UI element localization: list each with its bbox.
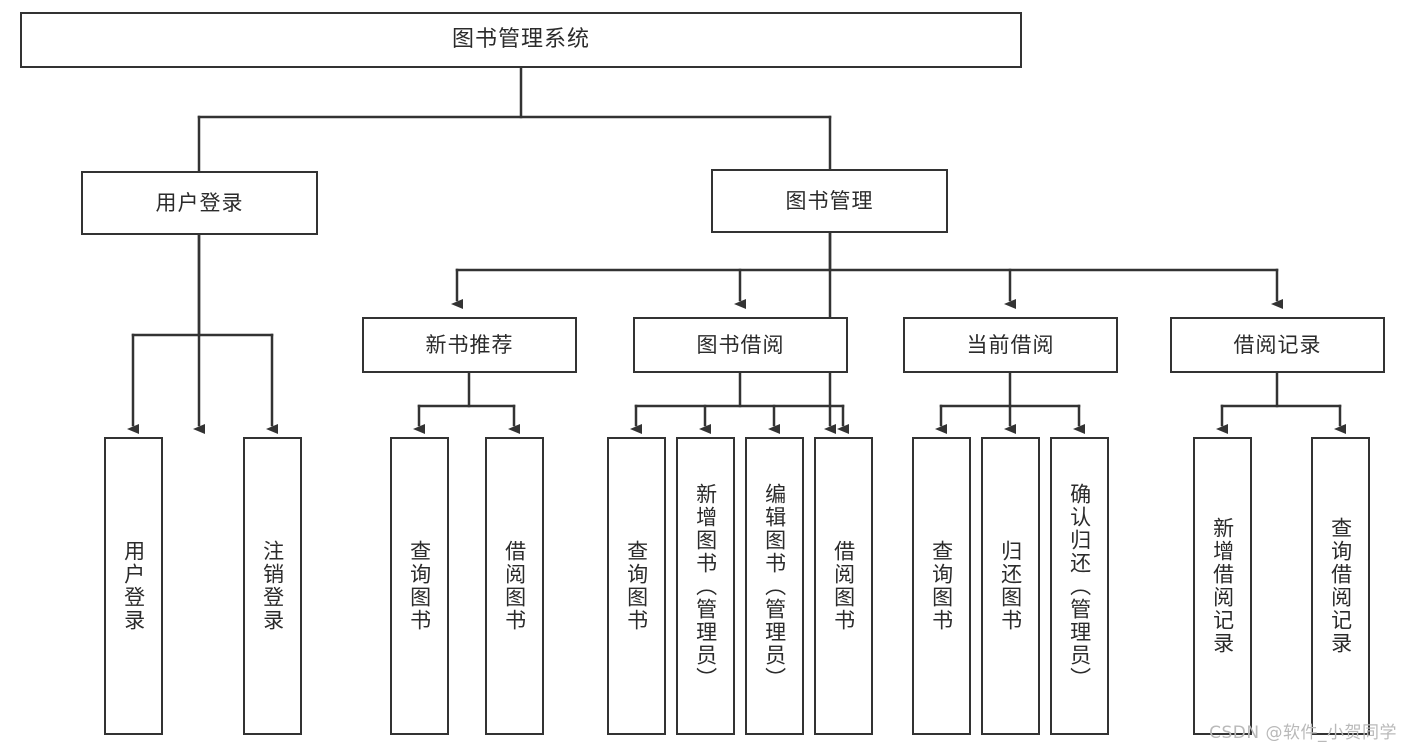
node-book-borrow[interactable]: 图书借阅 (633, 317, 848, 373)
node-leaf-query-book-1[interactable]: 查询图书 (390, 437, 449, 735)
node-user-login-label: 用户登录 (155, 190, 244, 215)
node-borrow-record-label: 借阅记录 (1233, 332, 1322, 357)
node-borrow-record[interactable]: 借阅记录 (1170, 317, 1385, 373)
node-root[interactable]: 图书管理系统 (20, 12, 1022, 68)
node-book-manage-label: 图书管理 (785, 188, 874, 213)
node-leaf-borrow-book-2-label: 借阅图书 (831, 540, 856, 632)
node-leaf-user-login[interactable]: 用户登录 (104, 437, 163, 735)
node-leaf-edit-book-label: 编辑图书（管理员） (762, 482, 787, 690)
node-leaf-query-record-label: 查询借阅记录 (1328, 517, 1353, 655)
node-leaf-add-book[interactable]: 新增图书（管理员） (676, 437, 735, 735)
node-leaf-confirm-return[interactable]: 确认归还（管理员） (1050, 437, 1109, 735)
node-leaf-query-book-2-label: 查询图书 (624, 540, 649, 632)
node-leaf-return-book[interactable]: 归还图书 (981, 437, 1040, 735)
node-new-book-recommend[interactable]: 新书推荐 (362, 317, 577, 373)
node-leaf-borrow-book-1-label: 借阅图书 (502, 540, 527, 632)
watermark-text: CSDN @软件_小贺同学 (1209, 723, 1397, 743)
node-leaf-borrow-book-1[interactable]: 借阅图书 (485, 437, 544, 735)
node-leaf-confirm-return-label: 确认归还（管理员） (1067, 482, 1092, 690)
node-leaf-borrow-book-2[interactable]: 借阅图书 (814, 437, 873, 735)
node-leaf-return-book-label: 归还图书 (998, 540, 1023, 632)
node-book-borrow-label: 图书借阅 (696, 332, 785, 357)
node-current-borrow[interactable]: 当前借阅 (903, 317, 1118, 373)
node-leaf-add-book-label: 新增图书（管理员） (693, 482, 718, 690)
node-leaf-query-book-3-label: 查询图书 (929, 540, 954, 632)
node-current-borrow-label: 当前借阅 (966, 332, 1055, 357)
node-leaf-add-record[interactable]: 新增借阅记录 (1193, 437, 1252, 735)
node-root-label: 图书管理系统 (451, 27, 590, 53)
node-leaf-query-book-3[interactable]: 查询图书 (912, 437, 971, 735)
node-leaf-logout-login[interactable]: 注销登录 (243, 437, 302, 735)
node-new-book-recommend-label: 新书推荐 (425, 332, 514, 357)
node-leaf-user-login-label: 用户登录 (121, 540, 146, 632)
node-leaf-add-record-label: 新增借阅记录 (1210, 517, 1235, 655)
node-user-login[interactable]: 用户登录 (81, 171, 318, 235)
node-leaf-edit-book[interactable]: 编辑图书（管理员） (745, 437, 804, 735)
node-book-manage[interactable]: 图书管理 (711, 169, 948, 233)
node-leaf-query-book-2[interactable]: 查询图书 (607, 437, 666, 735)
node-leaf-query-record[interactable]: 查询借阅记录 (1311, 437, 1370, 735)
node-leaf-logout-login-label: 注销登录 (260, 540, 285, 632)
node-leaf-query-book-1-label: 查询图书 (407, 540, 432, 632)
